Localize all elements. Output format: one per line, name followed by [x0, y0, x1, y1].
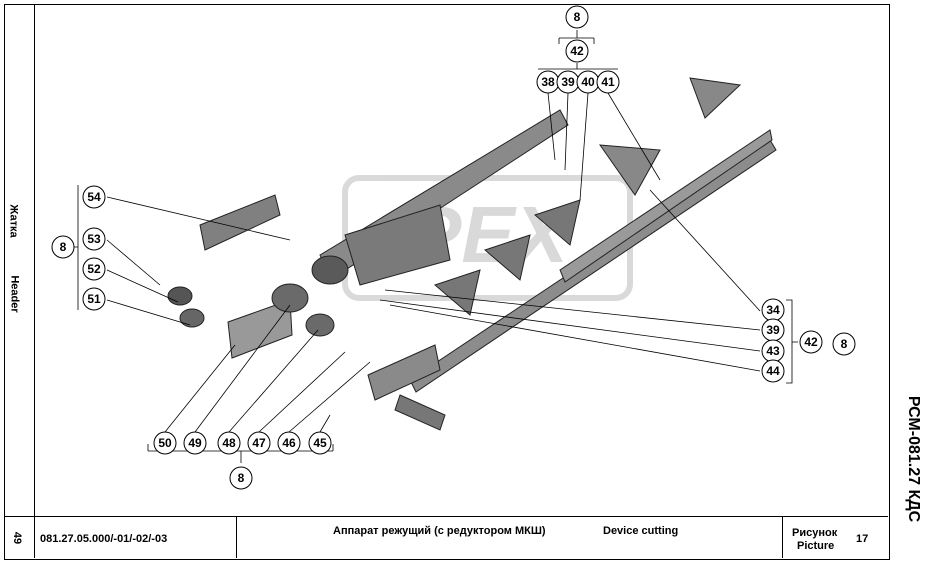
spare-knife-section: [689, 77, 742, 119]
svg-text:46: 46: [282, 436, 296, 450]
callout-53: 53: [82, 227, 106, 251]
svg-text:8: 8: [574, 10, 581, 24]
upper-knife-bar: [559, 129, 773, 283]
svg-text:40: 40: [581, 75, 595, 89]
callout-8-left: 8: [51, 235, 75, 259]
title-block-divider: [782, 516, 783, 558]
figure-label-ru: Рисунок: [792, 527, 838, 539]
title-en: Device cutting: [603, 525, 679, 537]
callout-40: 40: [576, 70, 600, 94]
callout-49: 49: [183, 431, 207, 455]
nut: [167, 286, 193, 306]
callout-34: 34: [761, 298, 785, 322]
bushing: [305, 313, 335, 337]
bushing: [271, 283, 309, 313]
callout-43: 43: [761, 339, 785, 363]
title-block: [4, 516, 888, 517]
callout-44: 44: [761, 359, 785, 383]
callout-41: 41: [596, 70, 620, 94]
svg-text:47: 47: [252, 436, 266, 450]
svg-text:39: 39: [561, 75, 575, 89]
pin: [394, 394, 446, 431]
knife-section: [534, 199, 581, 246]
callout-8-bottom: 8: [229, 466, 253, 490]
callout-51: 51: [82, 287, 106, 311]
leader-lines: [72, 30, 798, 463]
callout-42-right: 42: [799, 330, 823, 354]
callout-47: 47: [247, 431, 271, 455]
figure-number: 17: [856, 533, 869, 545]
svg-text:49: 49: [188, 436, 202, 450]
svg-text:53: 53: [87, 232, 101, 246]
svg-text:44: 44: [766, 364, 780, 378]
title-block-divider: [236, 516, 237, 558]
callout-39-right: 39: [761, 318, 785, 342]
svg-text:8: 8: [60, 240, 67, 254]
callout-8-top: 8: [565, 5, 589, 29]
figure-label-en: Picture: [797, 540, 835, 552]
svg-text:42: 42: [570, 44, 584, 58]
clamp-plate-upper: [199, 194, 281, 251]
svg-text:38: 38: [541, 75, 555, 89]
svg-text:48: 48: [222, 436, 236, 450]
bushing-small: [179, 308, 205, 328]
knife-section: [484, 234, 531, 281]
svg-text:39: 39: [766, 323, 780, 337]
callout-46: 46: [277, 431, 301, 455]
drawing-frame: [4, 4, 890, 560]
callout-45: 45: [308, 431, 332, 455]
svg-text:51: 51: [87, 292, 101, 306]
callout-42-top: 42: [565, 39, 589, 63]
clamp-plate-pin: [367, 344, 441, 401]
callout-39-top: 39: [556, 70, 580, 94]
callout-8-right: 8: [832, 332, 856, 356]
callout-52: 52: [82, 257, 106, 281]
rod-head: [344, 204, 451, 286]
svg-text:54: 54: [87, 190, 101, 204]
svg-text:8: 8: [841, 337, 848, 351]
cutter-bar-assembly: [167, 77, 777, 431]
svg-text:41: 41: [601, 75, 615, 89]
callout-54: 54: [82, 185, 106, 209]
rod-bearing-housing: [311, 255, 349, 285]
callout-bubbles: 8 42 38 39 40 41 54 8 53 52 51 34 39 43 …: [51, 5, 856, 490]
title-ru: Аппарат режущий (с редуктором МКШ): [333, 525, 546, 537]
svg-text:42: 42: [804, 335, 818, 349]
callout-50: 50: [153, 431, 177, 455]
svg-text:34: 34: [766, 303, 780, 317]
svg-text:8: 8: [238, 471, 245, 485]
svg-text:52: 52: [87, 262, 101, 276]
svg-text:43: 43: [766, 344, 780, 358]
clamp-plate-lower: [227, 299, 293, 359]
part-number: 081.27.05.000/-01/-02/-03: [40, 533, 168, 545]
callout-38: 38: [536, 70, 560, 94]
callout-48: 48: [217, 431, 241, 455]
left-margin-strip: [4, 4, 35, 558]
svg-text:45: 45: [313, 436, 327, 450]
knife-section: [598, 144, 661, 196]
svg-text:50: 50: [158, 436, 172, 450]
knife-section: [434, 269, 481, 316]
